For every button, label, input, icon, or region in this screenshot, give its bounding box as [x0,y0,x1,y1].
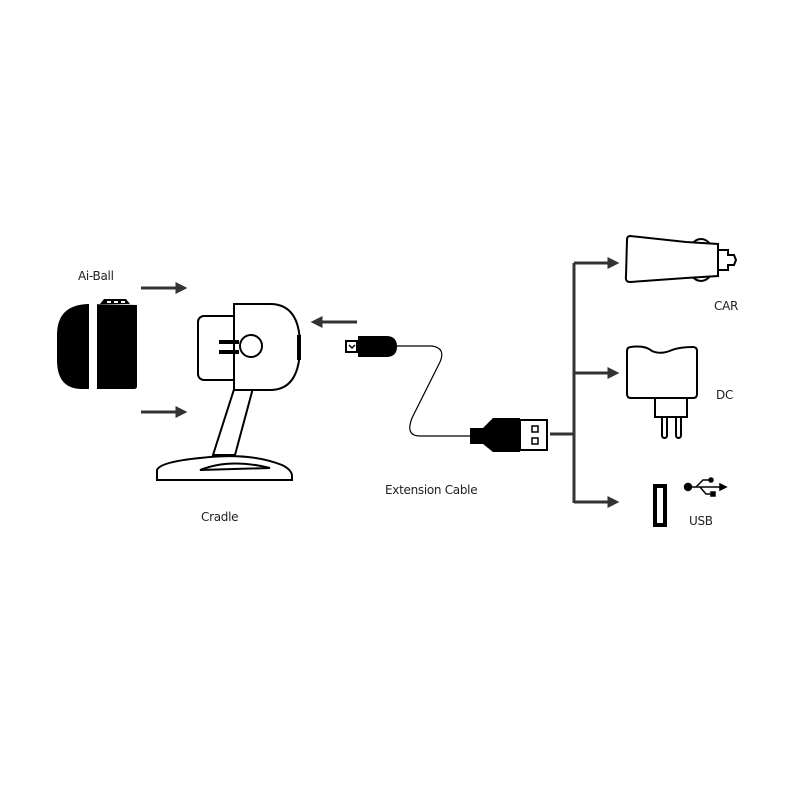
extension-cable-icon [345,336,548,452]
cradle-icon [156,303,302,481]
branch-connector [550,257,620,508]
usb-symbol-icon [683,477,728,497]
cradle-label: Cradle [201,510,238,524]
ai-ball-label: Ai-Ball [78,269,114,283]
dc-adapter-icon [626,345,698,439]
ai-ball-camera-icon [57,299,137,389]
car-label: CAR [714,299,738,313]
car-charger-icon [624,234,738,284]
usb-label: USB [689,514,713,528]
dc-label: DC [716,388,733,402]
extension-cable-label: Extension Cable [385,483,477,497]
usb-port-icon [653,484,667,527]
